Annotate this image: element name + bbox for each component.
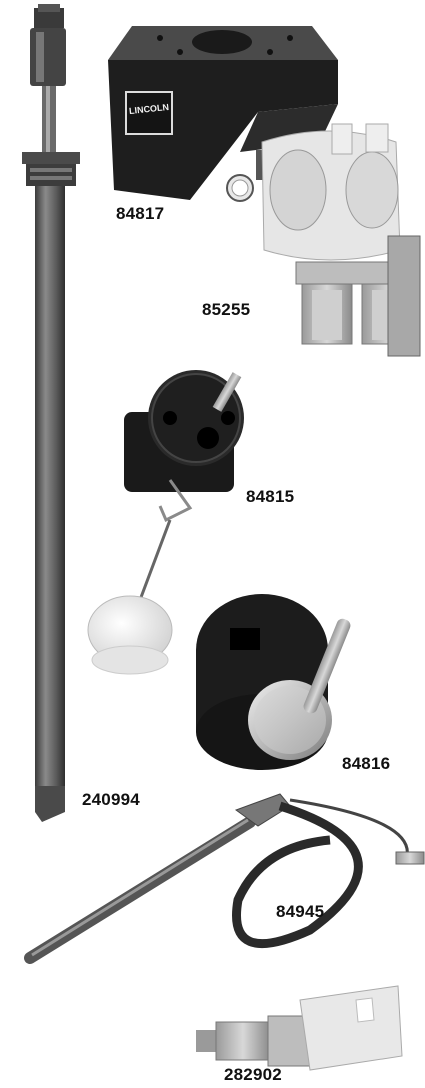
mounting-bracket-84817	[108, 26, 338, 200]
part-label-84816: 84816	[342, 754, 391, 773]
part-label-282902: 282902	[224, 1065, 282, 1084]
part-label-84945: 84945	[276, 902, 325, 921]
part-label-85255: 85255	[202, 300, 251, 319]
selector-control-84816	[196, 594, 351, 770]
part-label-84815: 84815	[246, 487, 295, 506]
suction-tube-240994	[22, 4, 80, 822]
hose-assembly-84945	[24, 793, 425, 964]
low-level-control-84815	[87, 370, 244, 675]
part-label-84817: 84817	[116, 204, 165, 223]
part-label-240994: 240994	[82, 790, 140, 809]
diaphragm-pump-85255	[226, 123, 421, 357]
fitting-block-282902	[196, 985, 403, 1071]
